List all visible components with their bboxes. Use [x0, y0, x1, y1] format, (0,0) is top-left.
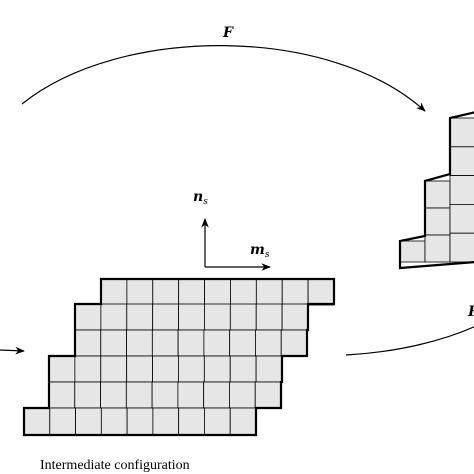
left-incoming-arrow [0, 346, 25, 355]
lattice-cell [152, 303, 179, 331]
lattice-cell [399, 240, 426, 263]
lattice-cell [229, 407, 257, 436]
lattice-cell [100, 278, 128, 306]
lattice-cell [75, 407, 102, 436]
lattice-cell [204, 278, 231, 306]
lattice-cell [152, 278, 180, 306]
lattice-cell [424, 234, 451, 263]
lattice-cell [255, 329, 282, 357]
right-lower-arrow [345, 326, 474, 356]
lattice-cell [449, 203, 474, 234]
lattice-cell [204, 303, 231, 331]
lattice-cell [229, 329, 256, 357]
intermediate-lattice [23, 278, 335, 436]
lattice-cell [100, 303, 128, 331]
caption: Intermediate configuration [40, 458, 190, 473]
lattice-cell [23, 407, 51, 436]
lattice-cell [151, 381, 179, 409]
lattice-cell [48, 355, 76, 383]
current-lattice [399, 117, 474, 263]
lattice-cell [203, 329, 231, 357]
lattice-cell [74, 355, 102, 383]
lattice-cell [177, 381, 205, 409]
lattice-cell [203, 355, 231, 383]
lattice-cell [126, 355, 153, 383]
lattice-cell [100, 407, 128, 436]
lattice-cell [74, 381, 101, 409]
lattice-cell [281, 303, 309, 331]
lattice-cell [151, 329, 179, 357]
lattice-cell [203, 381, 230, 409]
lattice-cell [178, 407, 205, 436]
vector-m-label: ms [250, 242, 270, 260]
lattice-cell [281, 278, 309, 306]
lattice-cell [126, 329, 153, 357]
right-map-label: F [467, 304, 474, 320]
lattice-cell [204, 407, 231, 436]
lattice-cell [449, 117, 474, 148]
intermediate-lattice-outline [22, 277, 336, 437]
lattice-cell [125, 381, 153, 409]
lattice-cell [100, 381, 127, 409]
map-f-label: F [222, 25, 234, 41]
lattice-cell [230, 278, 257, 306]
lattice-cell [255, 303, 283, 331]
lattice-cell [229, 303, 257, 331]
lattice-cell [280, 329, 308, 357]
lattice-cell [126, 303, 154, 331]
lattice-cell [126, 407, 154, 436]
lattice-cell [424, 207, 451, 236]
lattice-cell [178, 278, 205, 306]
lattice-cell [48, 381, 76, 409]
lattice-cell [307, 278, 335, 306]
current-lattice-outline [398, 111, 474, 270]
lattice-cell [449, 146, 474, 177]
map-f-arrow [21, 45, 426, 112]
lattice-cell [100, 329, 127, 357]
lattice-cell [177, 329, 205, 357]
lattice-cell [74, 303, 102, 331]
vector-n-label: ns [193, 189, 208, 207]
lattice-cell [152, 355, 179, 383]
lattice-cell [126, 278, 154, 306]
lattice-cell [229, 381, 256, 409]
lattice-cell [152, 407, 180, 436]
lattice-cell [449, 175, 474, 205]
lattice-cell [100, 355, 128, 383]
lattice-cell [74, 329, 102, 357]
lattice-cell [255, 355, 283, 383]
lattice-cell [178, 355, 205, 383]
lattice-cell [449, 232, 474, 263]
lattice-cell [229, 355, 257, 383]
lattice-cell [254, 381, 282, 409]
lattice-cell [178, 303, 205, 331]
lattice-cell [49, 407, 76, 436]
lattice-cell [255, 278, 283, 306]
lattice-cell [424, 180, 451, 209]
